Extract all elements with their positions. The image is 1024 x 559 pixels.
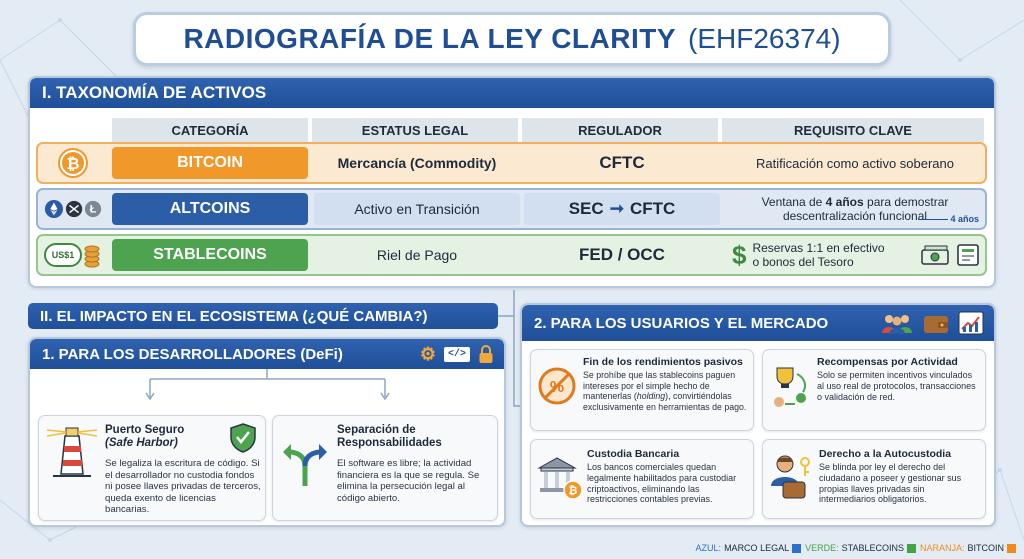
self-custody-title: Derecho a la Autocustodia — [819, 448, 952, 460]
svg-text:Ł: Ł — [90, 204, 97, 216]
safe-harbor-subtitle: (Safe Harbor) — [105, 437, 178, 450]
bank-custody-title: Custodia Bancaria — [587, 448, 680, 460]
developers-heading: 1. PARA LOS DESARROLLADORES (DeFi) — [42, 345, 343, 363]
section2-heading: II. EL IMPACTO EN EL ECOSISTEMA (¿QUÉ CA… — [28, 303, 498, 329]
code-window-icon: </> — [443, 346, 470, 362]
card-no-passive-yield: % Fin de los rendimientos pasivos Se pro… — [530, 349, 754, 431]
col-header-category: CATEGORÍA — [112, 118, 308, 142]
timeline-marker: 4 años — [918, 214, 979, 224]
no-yield-title: Fin de los rendimientos pasivos — [583, 356, 743, 368]
page-title: RADIOGRAFÍA DE LA LEY CLARITY (EHF26374) — [133, 12, 891, 66]
usd-coin-icon: US$1 — [44, 243, 82, 267]
regulator-from: SEC — [568, 199, 604, 218]
dollar-icon: $ — [732, 239, 747, 270]
legend-item-blue: AZUL:MARCO LEGAL — [696, 543, 802, 553]
regulator-to: CFTC — [629, 199, 676, 218]
card-safe-harbor: Puerto Seguro (Safe Harbor) Se legaliza … — [38, 415, 266, 521]
card-activity-rewards: Recompensas por Actividad Solo se permit… — [762, 349, 986, 431]
tree-connector — [145, 369, 390, 401]
users-market-panel: 2. PARA LOS USUARIOS Y EL MERCADO % Fin … — [520, 303, 996, 527]
category-bitcoin: BITCOIN — [177, 154, 243, 171]
ethereum-icon — [44, 199, 63, 219]
title-code: (EHF26374) — [688, 23, 841, 54]
card-bank-custody: ₿ Custodia Bancaria Los bancos comercial… — [530, 439, 754, 519]
svg-text:₿: ₿ — [66, 155, 79, 173]
altcoin-icons: Ł — [44, 194, 102, 224]
svg-text:₿: ₿ — [569, 485, 578, 497]
legend-swatch-blue — [792, 543, 802, 553]
regulator-altcoins: SEC ➞ CFTC — [524, 193, 720, 225]
col-header-requirement: REQUISITO CLAVE — [722, 118, 984, 142]
table-row-bitcoin: ₿ BITCOIN Mercancía (Commodity) CFTC Rat… — [36, 142, 987, 184]
asset-taxonomy-panel: I. TAXONOMÍA DE ACTIVOS CATEGORÍA ESTATU… — [28, 76, 996, 288]
activity-rewards-title: Recompensas por Actividad — [817, 356, 958, 368]
bank-bitcoin-icon: ₿ — [537, 457, 583, 500]
table-row-stablecoins: US$1 STABLECOINS Riel de Pago FED / OCC … — [36, 234, 987, 276]
bitcoin-icon: ₿ — [44, 148, 102, 178]
svg-text:%: % — [550, 379, 564, 396]
card-separation: Separación de Responsabilidades El softw… — [272, 415, 498, 521]
growth-chart-icon — [958, 311, 984, 335]
status-bitcoin: Mercancía (Commodity) — [337, 155, 497, 171]
no-interest-icon: % — [538, 367, 576, 405]
requirement-bitcoin: Ratificación como activo soberano — [756, 155, 954, 171]
stablecoin-icons: US$1 — [44, 240, 102, 270]
category-stablecoins: STABLECOINS — [153, 246, 267, 263]
users-group-icon — [882, 315, 912, 334]
activity-rewards-body: Solo se permiten incentivos vinculados a… — [817, 370, 976, 402]
regulator-bitcoin: CFTC — [599, 153, 645, 172]
legend-swatch-green — [906, 543, 916, 553]
treasury-bond-icon — [957, 244, 979, 266]
safe-harbor-title: Puerto Seguro — [105, 424, 185, 436]
coin-stack-icon — [84, 245, 100, 268]
col-header-status: ESTATUS LEGAL — [312, 118, 518, 142]
no-yield-body: Se prohíbe que las stablecoins paguen in… — [583, 370, 747, 412]
users-heading: 2. PARA LOS USUARIOS Y EL MERCADO — [534, 314, 829, 332]
requirement-stablecoins: $ Reservas 1:1 en efectivo o bonos del T… — [726, 239, 984, 271]
requirement-altcoins: Ventana de 4 años para demostrar descent… — [761, 194, 949, 223]
self-custody-body: Se blinda por ley el derecho del ciudada… — [819, 462, 962, 505]
developers-panel: 1. PARA LOS DESARROLLADORES (DeFi) ⚙ </>… — [28, 337, 506, 527]
litecoin-icon: Ł — [84, 200, 102, 218]
xrp-icon — [65, 200, 83, 218]
legend-item-orange: NARANJA:BITCOIN — [920, 543, 1016, 553]
person-key-wallet-icon — [771, 455, 810, 499]
safe-harbor-body: Se legaliza la escritura de código. Si e… — [105, 458, 261, 515]
split-arrows-icon — [283, 444, 327, 486]
lighthouse-icon — [46, 427, 98, 477]
legend-swatch-orange — [1007, 543, 1016, 553]
category-altcoins: ALTCOINS — [169, 200, 251, 217]
col-header-regulator: REGULADOR — [522, 118, 718, 142]
trophy-cycle-icon — [774, 367, 806, 407]
table-row-altcoins: Ł ALTCOINS Activo en Transición SEC ➞ CF… — [36, 188, 987, 230]
status-stablecoins: Riel de Pago — [376, 247, 458, 263]
lock-icon — [479, 345, 493, 363]
title-main: RADIOGRAFÍA DE LA LEY CLARITY — [183, 23, 677, 54]
status-altcoins: Activo en Transición — [314, 193, 520, 225]
color-legend: AZUL:MARCO LEGAL VERDE:STABLECOINS NARAN… — [696, 543, 1016, 553]
regulator-stablecoins: FED / OCC — [579, 245, 665, 264]
legend-item-green: VERDE:STABLECOINS — [805, 543, 916, 553]
cash-icon — [921, 245, 949, 265]
section1-heading: I. TAXONOMÍA DE ACTIVOS — [30, 78, 994, 108]
bank-custody-body: Los bancos comerciales quedan legalmente… — [587, 462, 737, 505]
separation-title: Separación de — [337, 424, 416, 436]
separation-subtitle: Responsabilidades — [337, 437, 442, 450]
developers-header: 1. PARA LOS DESARROLLADORES (DeFi) ⚙ </> — [30, 339, 504, 369]
shield-check-icon — [230, 423, 256, 453]
wallet-icon — [924, 316, 948, 333]
separation-body: El software es libre; la actividad finan… — [337, 458, 480, 504]
card-self-custody: Derecho a la Autocustodia Se blinda por … — [762, 439, 986, 519]
gears-icon: ⚙ — [419, 343, 436, 364]
arrow-right-icon: ➞ — [609, 199, 624, 218]
users-header: 2. PARA LOS USUARIOS Y EL MERCADO — [522, 305, 994, 341]
